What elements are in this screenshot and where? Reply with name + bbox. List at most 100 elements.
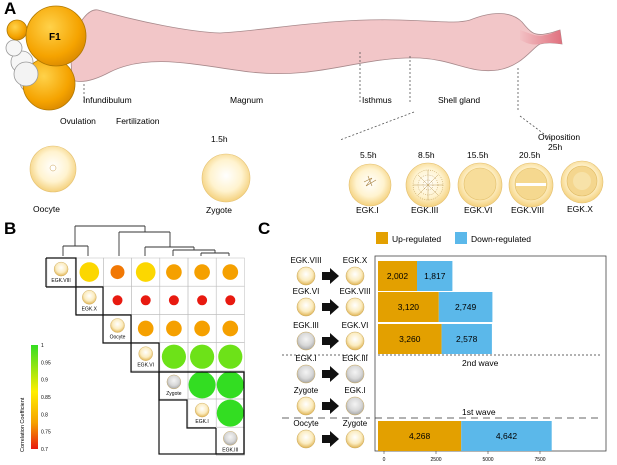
correlation-mark — [166, 264, 182, 280]
bar-up-regulated — [378, 292, 439, 322]
transition-to-label: EGK.X — [343, 256, 368, 265]
event-ovulation: Ovulation — [60, 116, 96, 126]
event-fertilization: Fertilization — [116, 116, 160, 126]
transition-from-label: EGK.I — [295, 354, 316, 363]
transition-from-icon — [296, 297, 316, 317]
heatmap-label: EGK.VIII — [51, 278, 70, 284]
correlation-mark — [190, 344, 215, 369]
transition-from-label: EGK.VI — [293, 287, 320, 296]
transition-to-icon — [345, 266, 365, 286]
region-magnum: Magnum — [230, 95, 263, 105]
region-markers — [83, 52, 553, 141]
correlation-mark — [166, 320, 182, 337]
bar-value-up: 2,002 — [387, 271, 409, 281]
event-oviposition: Oviposition — [538, 132, 580, 142]
x-tick-label: 0 — [383, 457, 386, 463]
transition-from-label: EGK.VIII — [290, 256, 321, 265]
diagonal-egg-icon — [138, 346, 153, 361]
correlation-mark — [218, 344, 243, 369]
heatmap-label: Zygote — [166, 391, 182, 397]
diagonal-egg-icon — [82, 290, 97, 305]
transition-rows: EGK.VIII EGK.X EGK.VI EGK.VIII EGK.III EGK.VI… — [290, 256, 371, 449]
stage-time-zygote: 1.5h — [211, 134, 228, 144]
egg-oocyte — [29, 145, 77, 193]
heatmap-label: Oocyte — [110, 335, 126, 341]
transition-to-icon — [345, 297, 365, 317]
colorbar-tick-label: 0.7 — [41, 447, 48, 453]
correlation-mark — [194, 320, 210, 337]
region-infundibulum: Infundibulum — [83, 95, 132, 105]
diagonal-egg-icon — [53, 261, 69, 277]
correlation-mark — [222, 320, 239, 337]
bar-value-down: 2,578 — [456, 334, 478, 344]
transition-from-label: Oocyte — [293, 419, 319, 428]
correlation-mark — [168, 295, 179, 306]
transition-from-label: EGK.III — [293, 321, 319, 330]
transition-from-icon — [296, 331, 316, 351]
correlation-mark — [216, 399, 244, 427]
transition-from-label: Zygote — [294, 386, 319, 395]
bar-down-regulated — [461, 421, 552, 451]
stage-time-egk-iii: 8.5h — [418, 150, 435, 160]
colorbar — [31, 345, 38, 449]
heatmap-label: EGK.III — [222, 447, 238, 453]
transition-to-icon — [345, 331, 365, 351]
follicle-cluster — [5, 5, 87, 111]
transition-to-label: EGK.VIII — [339, 287, 370, 296]
colorbar-tick-label: 0.9 — [41, 378, 48, 384]
transition-to-label: Zygote — [343, 419, 368, 428]
transition-to-label: EGK.III — [342, 354, 368, 363]
correlation-mark — [225, 295, 236, 306]
dendrogram — [62, 225, 230, 256]
stage-label-zygote: Zygote — [206, 205, 232, 215]
bar-up-regulated — [378, 421, 462, 451]
transition-from-icon — [296, 396, 316, 416]
x-tick-label: 2500 — [430, 457, 441, 463]
diagonal-egg-icon — [194, 402, 210, 418]
egg-egk-viii — [508, 162, 554, 208]
legend-up-regulated: Up-regulated — [392, 234, 441, 244]
legend-down-regulated: Down-regulated — [471, 234, 531, 244]
stage-label-egk-x: EGK.X — [567, 204, 593, 214]
colorbar-tick-label: 0.95 — [41, 360, 51, 366]
correlation-mark — [197, 295, 208, 306]
transition-arrow-icon — [322, 268, 339, 284]
region-isthmus: Isthmus — [362, 95, 392, 105]
diagonal-egg-icon — [223, 431, 238, 446]
bar-value-down: 2,749 — [455, 302, 477, 312]
transition-from-icon — [296, 429, 316, 449]
correlation-mark — [140, 295, 151, 306]
oviposition-time: 25h — [548, 142, 562, 152]
stage-time-egk-viii: 20.5h — [519, 150, 541, 160]
colorbar-tick-label: 0.85 — [41, 395, 51, 401]
bar-value-up: 3,120 — [398, 302, 420, 312]
correlation-mark — [161, 344, 186, 369]
correlation-mark — [79, 262, 100, 282]
bar-up-regulated — [378, 324, 442, 354]
transition-arrow-icon — [322, 333, 339, 349]
diagonal-egg-icon — [110, 318, 125, 333]
heatmap-label: EGK.VI — [137, 363, 154, 369]
transition-to-label: EGK.VI — [342, 321, 369, 330]
correlation-mark — [135, 262, 156, 282]
bar-value-up: 4,268 — [409, 431, 431, 441]
wave-label-1st: 1st wave — [462, 407, 496, 417]
diagonal-egg-icon — [166, 374, 182, 390]
panel-b-label: B — [4, 219, 16, 238]
correlation-diagonal-labels: EGK.VIIIEGK.XOocyteEGK.VIZygoteEGK.IEGK.… — [51, 261, 238, 453]
bar-value-down: 1,817 — [424, 271, 446, 281]
transition-from-icon — [296, 364, 316, 384]
region-shell-gland: Shell gland — [438, 95, 480, 105]
stage-time-egk-vi: 15.5h — [467, 150, 489, 160]
egg-egk-i — [348, 163, 392, 207]
wave-label-2nd: 2nd wave — [462, 358, 499, 368]
colorbar-tick-label: 1 — [41, 343, 44, 349]
transition-to-icon — [345, 429, 365, 449]
correlation-mark — [222, 264, 239, 280]
correlation-mark — [194, 264, 210, 280]
chart-legend — [376, 232, 467, 244]
oviduct-illustration — [69, 9, 563, 82]
cluster-outlines — [45, 257, 245, 455]
correlation-mark — [112, 295, 123, 306]
